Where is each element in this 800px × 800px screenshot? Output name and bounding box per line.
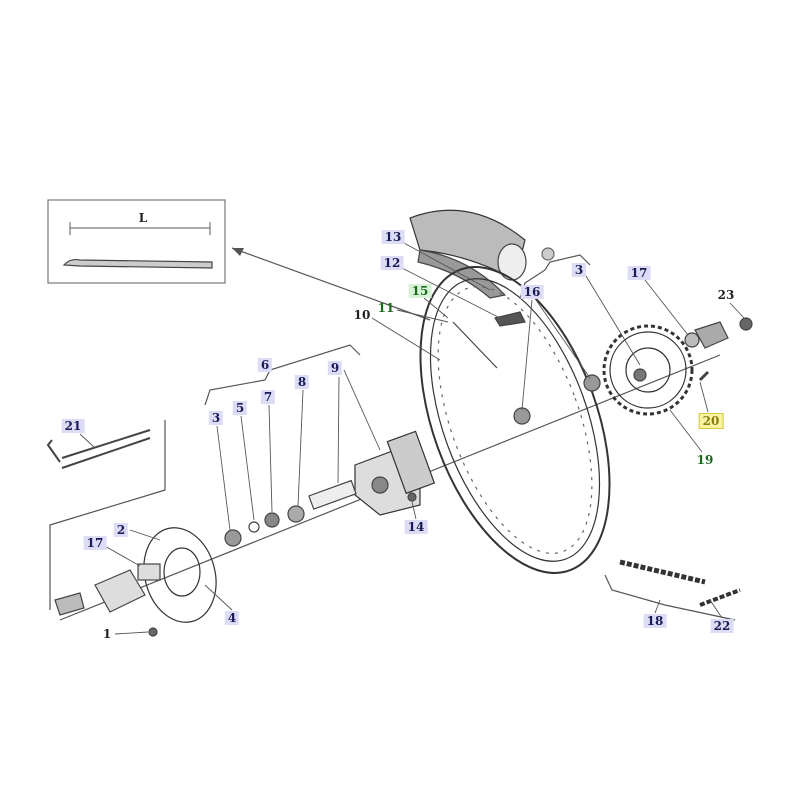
callout-4: 4 (224, 611, 240, 625)
callout-19: 19 (696, 453, 714, 467)
bearing-3-left (224, 529, 242, 547)
rim-lock (494, 311, 526, 327)
callout-16: 16 (520, 285, 544, 299)
callout-23: 23 (717, 288, 735, 302)
callout-18: 18 (643, 614, 667, 628)
callout-5: 5 (232, 401, 248, 415)
callout-1: 1 (102, 627, 112, 641)
dimension-label: L (138, 211, 148, 225)
hub (354, 430, 436, 516)
chain-adjuster-right (694, 321, 729, 349)
callout-11: 11 (377, 301, 395, 315)
callout-8: 8 (294, 375, 310, 389)
callout-14: 14 (404, 520, 428, 534)
bearing-16a (513, 407, 531, 425)
callout-10: 10 (353, 308, 371, 322)
ref-mark-icon (541, 247, 555, 261)
callout-2: 2 (113, 523, 129, 537)
brake-disc (143, 527, 217, 623)
callout-15: 15 (408, 284, 432, 298)
bolt-20 (698, 370, 710, 382)
bearing-16b (583, 374, 601, 392)
nut-23 (739, 317, 753, 331)
nut-14 (407, 492, 417, 502)
callout-9: 9 (327, 361, 343, 375)
leader-lines (79, 242, 745, 635)
callout-20: 20 (698, 413, 724, 429)
callout-17-right: 17 (627, 266, 651, 280)
adjuster-block (54, 592, 85, 616)
callout-21: 21 (61, 419, 85, 433)
callout-22: 22 (710, 619, 734, 633)
bearing-8 (287, 505, 305, 523)
seal-7 (264, 512, 280, 528)
bolt-1 (148, 627, 158, 637)
spacer-17-right (684, 332, 700, 348)
axle-21 (46, 429, 151, 469)
sprocket (602, 324, 694, 416)
rim (419, 266, 611, 574)
callout-17-left: 17 (83, 536, 107, 550)
spacer-tube-9 (308, 479, 357, 510)
inset-leader (231, 247, 431, 321)
chain (619, 559, 741, 607)
callout-3-left: 3 (208, 411, 224, 425)
chain-adjuster-left (94, 569, 146, 613)
spacer-17-left (137, 563, 161, 581)
spoke-inset (47, 199, 226, 284)
callout-12: 12 (380, 256, 404, 270)
callout-3-right: 3 (571, 263, 587, 277)
callout-7: 7 (260, 390, 276, 404)
valve (452, 321, 498, 369)
group-brackets (49, 254, 736, 621)
callout-13: 13 (381, 230, 405, 244)
callout-6: 6 (257, 358, 273, 372)
circlip-5 (248, 521, 260, 533)
